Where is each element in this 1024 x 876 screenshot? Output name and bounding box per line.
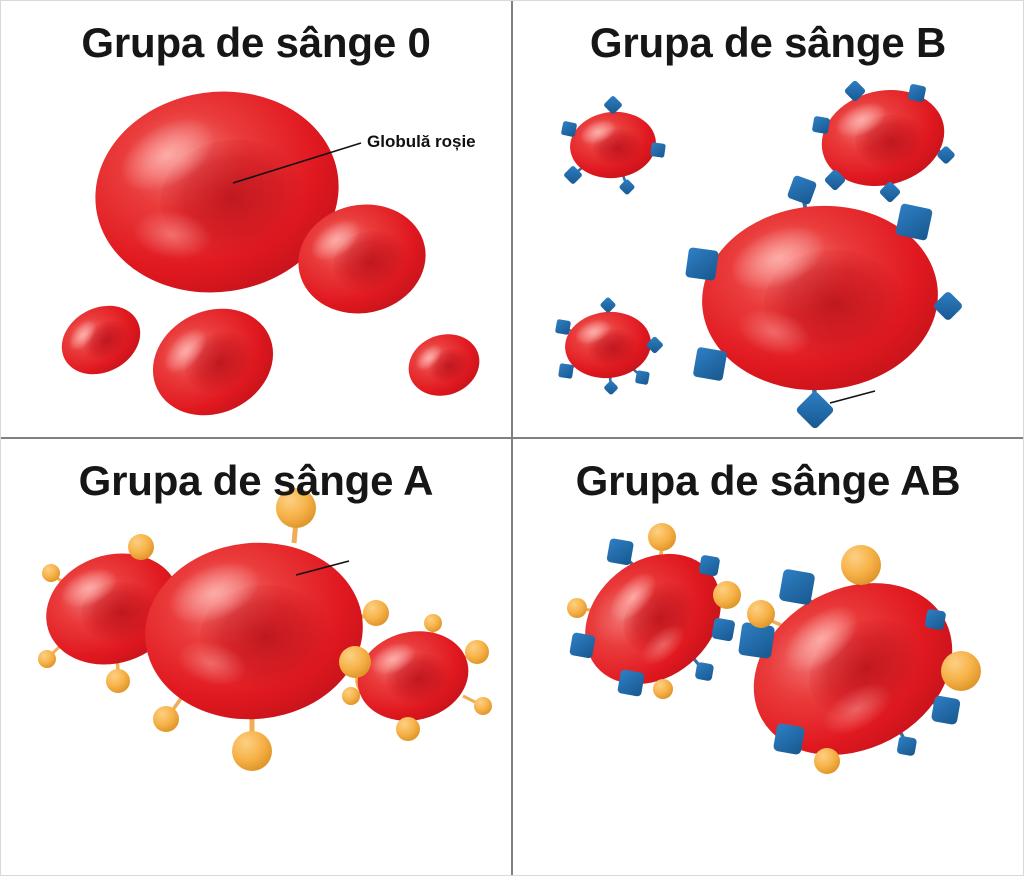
red-blood-cell-with-antigens [567,523,741,699]
antigen-a-marker [153,706,179,732]
antigen-b-marker [812,116,830,134]
antigen-a-marker [396,717,420,741]
horizontal-divider [1,437,1023,439]
panel-a-illustration [38,488,492,771]
antigen-b-marker [569,632,596,659]
red-blood-cell [61,305,141,375]
red-blood-cell [298,204,426,314]
antigen-b-marker [773,723,805,755]
antigen-b-marker [695,662,714,681]
panel-blood-group-b: Grupa de sânge B Antigen B [513,1,1023,437]
antigen-b-marker [564,166,582,184]
antigen-a-marker [841,545,881,585]
antigen-a-marker [474,697,492,715]
antigen-b-marker [931,695,961,725]
antigen-b-marker [934,292,962,320]
panel-blood-group-0: Grupa de sânge 0 Globulă roșie [1,1,511,437]
leader-line [829,390,876,404]
antigen-b-marker [879,181,901,203]
red-blood-cell [95,91,339,293]
antigen-b-marker [787,175,817,205]
panel-b-illustration [555,80,962,429]
antigen-b-marker [604,380,618,395]
antigen-b-marker [558,363,574,379]
antigen-b-marker [693,347,727,381]
antigen-a-marker [232,731,272,771]
antigen-b-marker [925,609,946,630]
antigen-a-marker [747,600,775,628]
antigen-b-marker [685,247,719,281]
antigen-a-marker [363,600,389,626]
red-blood-cell-with-antigens [339,614,492,741]
antigen-b-marker [908,84,926,102]
antigen-a-marker [465,640,489,664]
antigen-a-marker [713,581,741,609]
antigen-b-marker [650,142,666,158]
antigen-a-marker [941,651,981,691]
panel-ab-title: Grupa de sânge AB [575,457,961,504]
panel-blood-group-ab: Grupa de sânge AB [513,439,1023,875]
antigen-a-marker [814,748,840,774]
antigen-a-marker [424,614,442,632]
red-blood-cell-with-antigens [812,80,955,203]
antigen-a-marker [42,564,60,582]
antigen-b-marker [711,618,735,642]
panel-a-title: Grupa de sânge A [78,457,434,504]
antigen-b-marker [796,391,834,429]
antigen-b-marker [600,297,616,313]
antigen-stalk [462,694,476,704]
red-blood-cell-with-antigens [738,545,981,774]
red-blood-cell-label: Globulă roșie [367,132,476,151]
antigen-b-marker [617,669,645,697]
antigen-b-marker [646,336,663,354]
antigen-b-marker [738,622,775,659]
antigen-a-marker [342,687,360,705]
red-blood-cell-with-antigens [145,488,395,771]
antigen-b-marker [897,736,917,756]
antigen-b-marker [699,555,720,576]
red-blood-cell [152,308,274,416]
antigen-b-marker [555,319,571,335]
antigen-a-marker [339,646,371,678]
antigen-b-marker [606,538,634,566]
red-blood-cell-with-antigens [561,96,666,195]
panel-0-title: Grupa de sânge 0 [81,19,431,66]
panel-b-title: Grupa de sânge B [589,19,947,66]
antigen-a-marker [276,488,316,528]
antigen-b-marker [619,179,635,195]
leader-line [232,142,362,184]
antigen-a-marker [648,523,676,551]
red-blood-cell [408,334,480,396]
antigen-b-marker [937,146,955,164]
panel-0-illustration [61,91,480,416]
red-blood-cell-with-antigens [555,297,663,395]
antigen-b-marker [604,96,622,114]
antigen-a-marker [567,598,587,618]
antigen-a-marker [128,534,154,560]
antigen-b-marker [561,121,577,137]
antigen-b-marker [844,80,866,102]
antigen-a-marker [106,669,130,693]
red-blood-cell-with-antigens [685,175,962,429]
antigen-a-marker [653,679,673,699]
panel-blood-group-a: Grupa de sânge A Antigen A [1,439,511,875]
leader-line [295,560,350,576]
panel-ab-illustration [567,523,981,774]
antigen-a-marker [38,650,56,668]
antigen-b-marker [635,370,650,385]
antigen-b-marker [779,569,815,605]
antigen-b-marker [895,203,933,241]
antigen-b-marker [824,169,846,191]
